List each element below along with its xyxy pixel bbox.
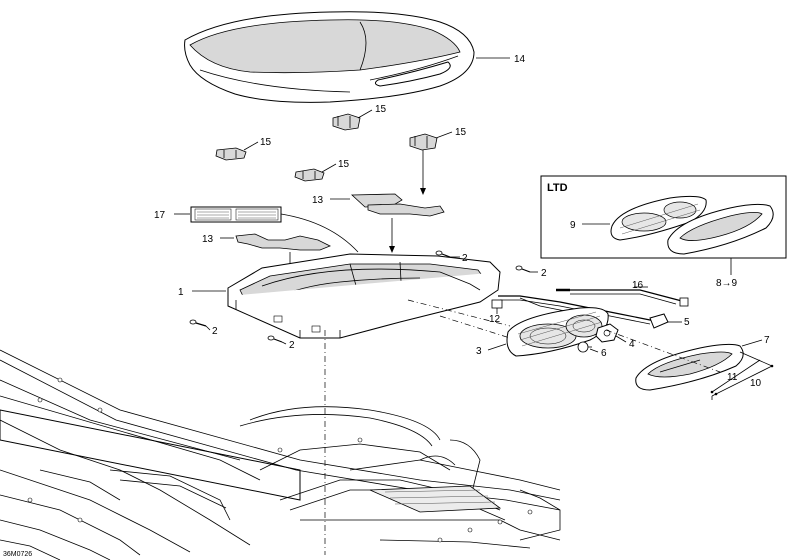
callout-5: 5 <box>684 317 690 328</box>
callout-3: 3 <box>476 346 482 357</box>
seat-part <box>184 11 475 103</box>
callout-7: 7 <box>764 335 770 346</box>
alignment-lines <box>324 299 721 555</box>
connector-part <box>491 299 503 314</box>
clip-part <box>294 168 325 182</box>
dimension-lines <box>710 351 774 400</box>
screw-part <box>515 265 531 273</box>
callout-1: 1 <box>178 287 184 298</box>
chassis-tunnel <box>0 349 561 560</box>
callout-14: 14 <box>514 54 526 65</box>
drawing-code: 36M0726 <box>3 551 32 558</box>
ltd-inset: LTD 9 <box>540 175 787 259</box>
foam-pad-lower <box>235 233 331 251</box>
screw-part <box>189 319 207 327</box>
bulb-part <box>577 341 592 353</box>
warning-decal <box>190 206 282 223</box>
callout-15-c: 15 <box>455 127 467 138</box>
callout-10: 10 <box>750 378 762 389</box>
wiring-harness <box>498 288 689 341</box>
inset-title: LTD <box>547 182 568 194</box>
bulb-socket <box>595 323 619 343</box>
screw-part <box>267 335 283 343</box>
callout-15-a: 15 <box>375 104 387 115</box>
callout-15-b: 15 <box>260 137 272 148</box>
callout-6: 6 <box>601 348 607 359</box>
callout-13-a: 13 <box>312 195 324 206</box>
callout-11: 11 <box>727 372 738 383</box>
callout-12: 12 <box>489 314 501 325</box>
callout-4: 4 <box>629 339 635 350</box>
callout-9: 9 <box>570 220 576 231</box>
taillight-lens <box>506 307 609 357</box>
tail-cover-part <box>227 253 501 339</box>
callout-16: 16 <box>632 280 644 291</box>
outer-lens <box>635 343 744 391</box>
callout-13-b: 13 <box>202 234 214 245</box>
callout-17: 17 <box>154 210 166 221</box>
clip-part <box>332 113 361 131</box>
ltd-outer-lens <box>667 203 774 255</box>
callout-8-9: 8→9 <box>716 278 738 289</box>
callout-2-a: 2 <box>462 253 468 264</box>
screw-part <box>435 250 451 258</box>
foam-pad-upper <box>351 193 445 217</box>
callout-2-d: 2 <box>289 340 295 351</box>
callout-15-d: 15 <box>338 159 350 170</box>
callout-2-b: 2 <box>541 268 547 279</box>
ltd-taillight-lens <box>610 195 707 241</box>
clip-part <box>215 147 247 161</box>
clip-part <box>409 133 438 151</box>
callout-2-c: 2 <box>212 326 218 337</box>
